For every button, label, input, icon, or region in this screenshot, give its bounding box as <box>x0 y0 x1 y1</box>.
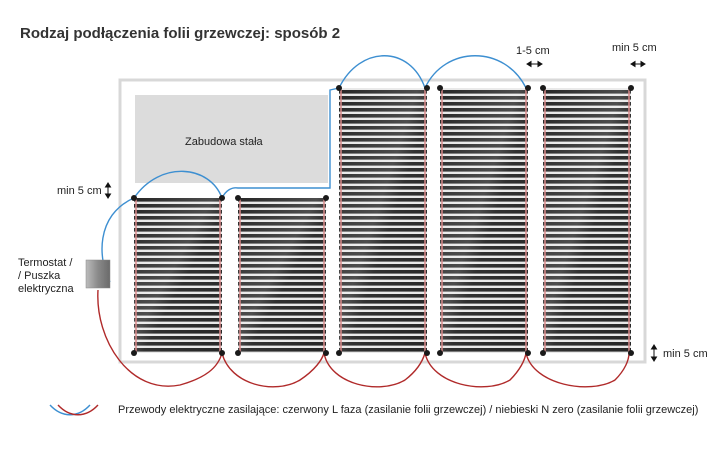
thermostat-label-2: / Puszka <box>18 270 61 282</box>
room-outline <box>118 78 647 364</box>
gap-between-arrow-icon <box>526 60 543 68</box>
gap-wall-bottom-arrow-icon <box>650 344 658 362</box>
heating-film-1 <box>134 198 222 353</box>
connectors <box>131 85 634 356</box>
heating-film-2 <box>238 198 326 353</box>
diagram-title: Rodzaj podłączenia folii grzewczej: spos… <box>20 25 340 42</box>
gap-wall-right-arrow-icon <box>630 60 646 68</box>
heating-film-4 <box>440 88 528 353</box>
thermostat-label-1: Termostat / <box>18 257 73 269</box>
fixed-build-label: Zabudowa stała <box>185 136 264 148</box>
fixed-build-area <box>135 95 328 183</box>
heating-film-5 <box>543 88 631 353</box>
legend-text: Przewody elektryczne zasilające: czerwon… <box>118 404 698 416</box>
gap-wall-left-arrow-icon <box>104 182 112 199</box>
thermostat-label-3: elektryczna <box>18 283 75 295</box>
heating-film-3 <box>339 88 427 353</box>
thermostat-box-icon <box>85 259 111 289</box>
red-phase-wire <box>97 289 630 388</box>
gap-between-label: 1-5 cm <box>516 45 550 57</box>
gap-wall-right-label: min 5 cm <box>612 42 657 54</box>
gap-wall-bottom-label: min 5 cm <box>663 348 708 360</box>
legend-wires-icon <box>49 404 99 416</box>
gap-wall-left-label: min 5 cm <box>57 185 102 197</box>
